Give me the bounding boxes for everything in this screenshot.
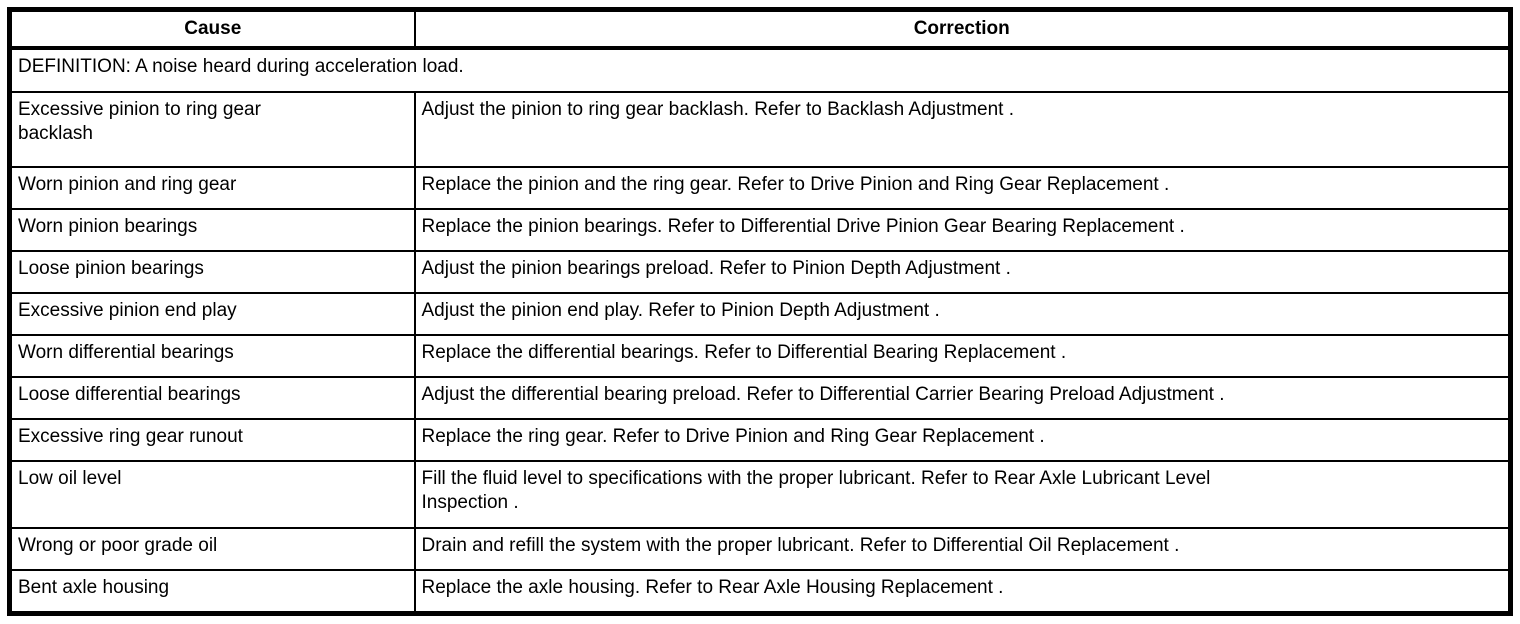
correction-cell: Replace the pinion bearings. Refer to Di… bbox=[413, 208, 1512, 252]
table-row: Low oil level Fill the fluid level to sp… bbox=[8, 460, 1512, 529]
table-row: Wrong or poor grade oil Drain and refill… bbox=[8, 527, 1512, 571]
cause-cell: Worn differential bearings bbox=[8, 334, 416, 378]
cause-cell: Worn pinion and ring gear bbox=[8, 166, 416, 210]
table-row: Loose differential bearings Adjust the d… bbox=[8, 376, 1512, 420]
cause-cell: Low oil level bbox=[8, 460, 416, 529]
table-row: Excessive ring gear runout Replace the r… bbox=[8, 418, 1512, 462]
cause-cell: Wrong or poor grade oil bbox=[8, 527, 416, 571]
column-header-correction: Correction bbox=[413, 8, 1512, 50]
column-header-cause: Cause bbox=[8, 8, 416, 50]
correction-cell: Drain and refill the system with the pro… bbox=[413, 527, 1512, 571]
correction-cell: Replace the differential bearings. Refer… bbox=[413, 334, 1512, 378]
correction-cell: Adjust the differential bearing preload.… bbox=[413, 376, 1512, 420]
table-row: Worn pinion bearings Replace the pinion … bbox=[8, 208, 1512, 252]
definition-cell: DEFINITION: A noise heard during acceler… bbox=[8, 47, 1512, 93]
cause-cell: Excessive pinion to ring gear backlash bbox=[8, 91, 416, 168]
table-row: Bent axle housing Replace the axle housi… bbox=[8, 569, 1512, 615]
correction-cell: Adjust the pinion bearings preload. Refe… bbox=[413, 250, 1512, 294]
correction-cell: Adjust the pinion end play. Refer to Pin… bbox=[413, 292, 1512, 336]
table-row: Loose pinion bearings Adjust the pinion … bbox=[8, 250, 1512, 294]
cause-cell: Excessive pinion end play bbox=[8, 292, 416, 336]
cause-cell: Loose differential bearings bbox=[8, 376, 416, 420]
troubleshooting-table: Cause Correction DEFINITION: A noise hea… bbox=[7, 7, 1513, 616]
table-row: Excessive pinion end play Adjust the pin… bbox=[8, 292, 1512, 336]
header-row: Cause Correction bbox=[8, 8, 1512, 50]
correction-cell: Replace the axle housing. Refer to Rear … bbox=[413, 569, 1512, 615]
cause-cell: Excessive ring gear runout bbox=[8, 418, 416, 462]
correction-cell: Fill the fluid level to specifications w… bbox=[413, 460, 1512, 529]
definition-row: DEFINITION: A noise heard during acceler… bbox=[8, 47, 1512, 93]
table-row: Excessive pinion to ring gear backlash A… bbox=[8, 91, 1512, 168]
correction-cell: Replace the ring gear. Refer to Drive Pi… bbox=[413, 418, 1512, 462]
table-row: Worn pinion and ring gear Replace the pi… bbox=[8, 166, 1512, 210]
cause-cell: Bent axle housing bbox=[8, 569, 416, 615]
table-row: Worn differential bearings Replace the d… bbox=[8, 334, 1512, 378]
cause-cell: Loose pinion bearings bbox=[8, 250, 416, 294]
correction-cell: Adjust the pinion to ring gear backlash.… bbox=[413, 91, 1512, 168]
cause-cell: Worn pinion bearings bbox=[8, 208, 416, 252]
correction-cell: Replace the pinion and the ring gear. Re… bbox=[413, 166, 1512, 210]
